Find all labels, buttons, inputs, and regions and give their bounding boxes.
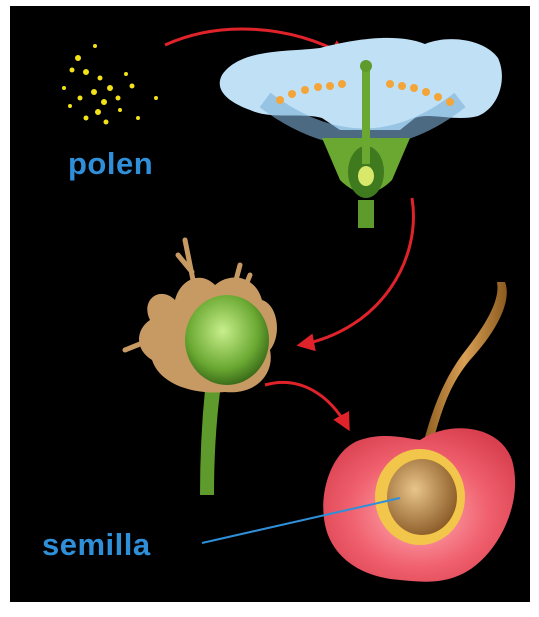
seed-label: semilla: [42, 527, 151, 563]
pollen-label: polen: [68, 146, 153, 182]
ovule: [358, 166, 374, 186]
stigma: [360, 60, 372, 72]
pistil-style: [362, 68, 370, 164]
flower-stem: [358, 200, 374, 228]
seed: [387, 459, 457, 535]
ovary-body: [185, 295, 269, 385]
